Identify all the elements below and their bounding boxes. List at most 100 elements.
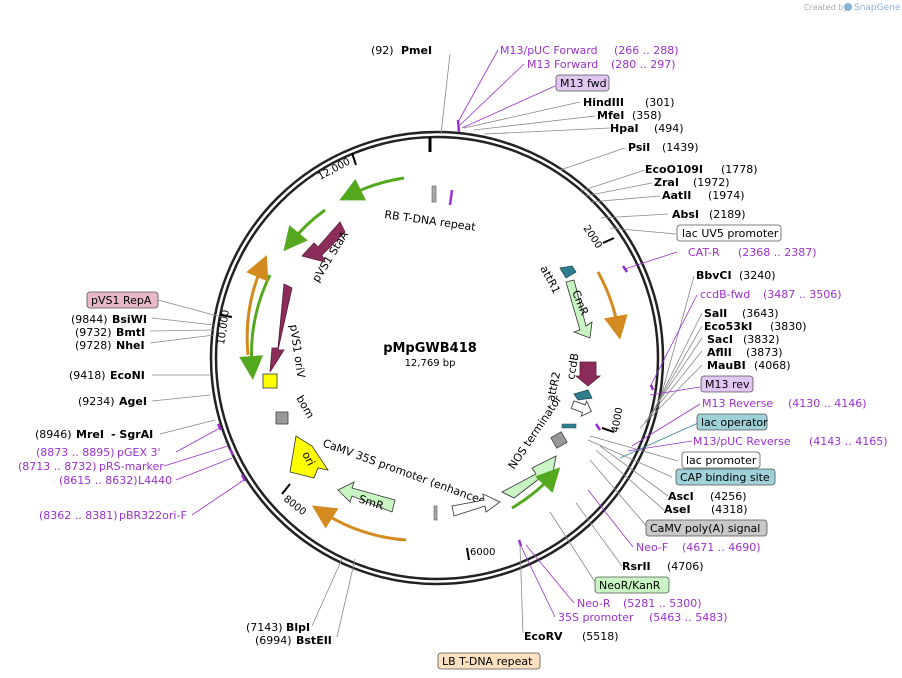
svg-text:lac promoter: lac promoter <box>686 454 757 467</box>
site-bsteii-name: BstEII <box>296 634 332 647</box>
site-aflii-name: AflII <box>707 346 732 359</box>
svg-text:CaMV poly(A) signal: CaMV poly(A) signal <box>650 522 760 535</box>
ccdb-arrow <box>574 361 602 387</box>
site-asei-name: AseI <box>664 503 691 516</box>
site-bsiwi-name: BsiWI <box>112 313 147 326</box>
svg-text:LB T-DNA repeat: LB T-DNA repeat <box>442 655 533 668</box>
site-hindiii-name: HindIII <box>583 96 624 109</box>
site-bsiwi-pos: (9844) <box>71 313 108 326</box>
smr-arrow <box>337 481 396 513</box>
site-rsrii-name: RsrII <box>622 560 651 573</box>
site-absi-name: AbsI <box>672 208 699 221</box>
svg-text:lac operator: lac operator <box>701 416 768 429</box>
lac-small-arrow <box>570 400 592 417</box>
site-rsrii-pos: (4706) <box>667 560 704 573</box>
site-asci-pos: (4256) <box>710 490 747 503</box>
box-lb-tdna-repeat: LB T-DNA repeat <box>437 652 541 670</box>
site-bmti-pos: (9732) <box>75 326 112 339</box>
bom-box <box>275 411 289 425</box>
site-econi-pos: (9418) <box>69 369 106 382</box>
pvs1-staa-arrow <box>301 221 346 263</box>
site-ecorv-pos: (5518) <box>582 630 619 643</box>
site-psii-pos: (1439) <box>662 141 699 154</box>
site-maubi-pos: (4068) <box>754 359 791 372</box>
site-ecorv-name: EcoRV <box>524 630 563 643</box>
backbone-outer <box>209 130 665 586</box>
primer-neo-f-name: Neo-F <box>636 541 668 554</box>
tick-4000 <box>601 427 615 433</box>
site-bmti-name: BmtI <box>116 326 145 339</box>
ori-arrow <box>289 435 329 479</box>
camv-35s-arrow <box>451 493 501 517</box>
primer-cat-r-name: CAT-R <box>688 246 720 259</box>
site-aatii-name: AatII <box>662 189 691 202</box>
site-econi-name: EcoNI <box>110 369 145 382</box>
tick-12000 <box>351 152 357 166</box>
lb-tdna-repeat-mark <box>433 505 438 521</box>
primer-ccdb-fwd-name: ccdB-fwd <box>700 288 750 301</box>
primer-m13-rev-name: M13 Reverse <box>702 397 773 410</box>
primer-cat-r-range: (2368 .. 2387) <box>738 246 817 259</box>
primer-pgex3-range: (8873 .. 8895) <box>36 446 115 459</box>
tick-label-8000: 8000 <box>281 494 308 518</box>
primer-m13puc-fwd-range: (266 .. 288) <box>614 44 679 57</box>
site-asei-pos: (4318) <box>711 503 748 516</box>
primer-marks <box>216 119 655 547</box>
primer-prs-marker-range: (8713 .. 8732) <box>18 460 97 473</box>
snapgene-logo-icon <box>844 3 852 11</box>
site-maubi-name: MauBI <box>707 359 746 372</box>
nos-terminator-label: NOS terminator <box>506 393 565 472</box>
primer-m13puc-fwd-name: M13/pUC Forward <box>500 44 598 57</box>
site-psii-name: PsiI <box>628 141 650 154</box>
attr1-arrow <box>559 265 577 279</box>
backbone-inner <box>214 135 660 581</box>
rb-tdna-repeat-mark <box>431 185 437 203</box>
tick-label-2000: 2000 <box>581 224 604 251</box>
box-neor-kanr: NeoR/KanR <box>594 576 670 594</box>
site-mfei-name: MfeI <box>597 109 624 122</box>
cmr-arrow <box>565 279 593 339</box>
ori-label: ori <box>299 449 317 468</box>
tick-label-6000: 6000 <box>470 547 495 558</box>
site-sali-name: SalI <box>704 307 727 320</box>
site-nhei-name: NheI <box>116 339 145 352</box>
m13-fwd-mark <box>448 189 454 206</box>
tick-label-12000: 12,000 <box>316 157 352 183</box>
primer-leader-lines <box>163 49 701 618</box>
primer-l4440-name: L4440 <box>138 474 172 487</box>
site-saci-name: SacI <box>707 333 733 346</box>
site-ecoo109i-name: EcoO109I <box>645 163 703 176</box>
tick-6000 <box>466 547 470 561</box>
site-aatii-pos: (1974) <box>708 189 745 202</box>
primer-pbr322ori-f-range: (8362 .. 8381) <box>39 509 118 522</box>
site-hpai-name: HpaI <box>610 122 639 135</box>
box-m13-fwd: M13 fwd <box>555 74 610 92</box>
primer-35s-range: (5463 .. 5483) <box>649 611 728 624</box>
tick-label-4000: 4000 <box>610 407 625 434</box>
rb-tdna-repeat-label: RB T-DNA repeat <box>384 208 478 234</box>
primer-prs-marker-name: pRS-marker <box>99 460 164 473</box>
box-lac-operator: lac operator <box>696 413 768 431</box>
box-leader-lines <box>619 422 699 459</box>
primer-neo-f-range: (4671 .. 4690) <box>682 541 761 554</box>
svg-text:lac UV5 promoter: lac UV5 promoter <box>682 227 779 240</box>
polya-box <box>550 431 568 449</box>
box-lac-uv5-promoter: lac UV5 promoter <box>676 224 782 242</box>
primer-l4440-range: (8615 .. 8632) <box>59 474 138 487</box>
lac-operator-mark <box>561 423 577 429</box>
attr1-label: attR1 <box>537 263 563 296</box>
site-saci-pos: (3832) <box>743 333 780 346</box>
primer-pgex3-name: pGEX 3' <box>117 446 161 459</box>
tick-2000 <box>602 237 615 244</box>
site-mrei-name: MreI <box>76 428 104 441</box>
smr-label: SmR <box>357 492 385 512</box>
bom-label: bom <box>293 393 316 421</box>
credit-text: Created by <box>804 3 848 12</box>
svg-text:pVS1 RepA: pVS1 RepA <box>91 294 152 307</box>
site-blpi-pos: (7143) <box>246 621 283 634</box>
site-hpai-pos: (494) <box>654 122 684 135</box>
site-eco53ki-pos: (3830) <box>770 320 807 333</box>
oriv-small-box <box>262 373 278 389</box>
